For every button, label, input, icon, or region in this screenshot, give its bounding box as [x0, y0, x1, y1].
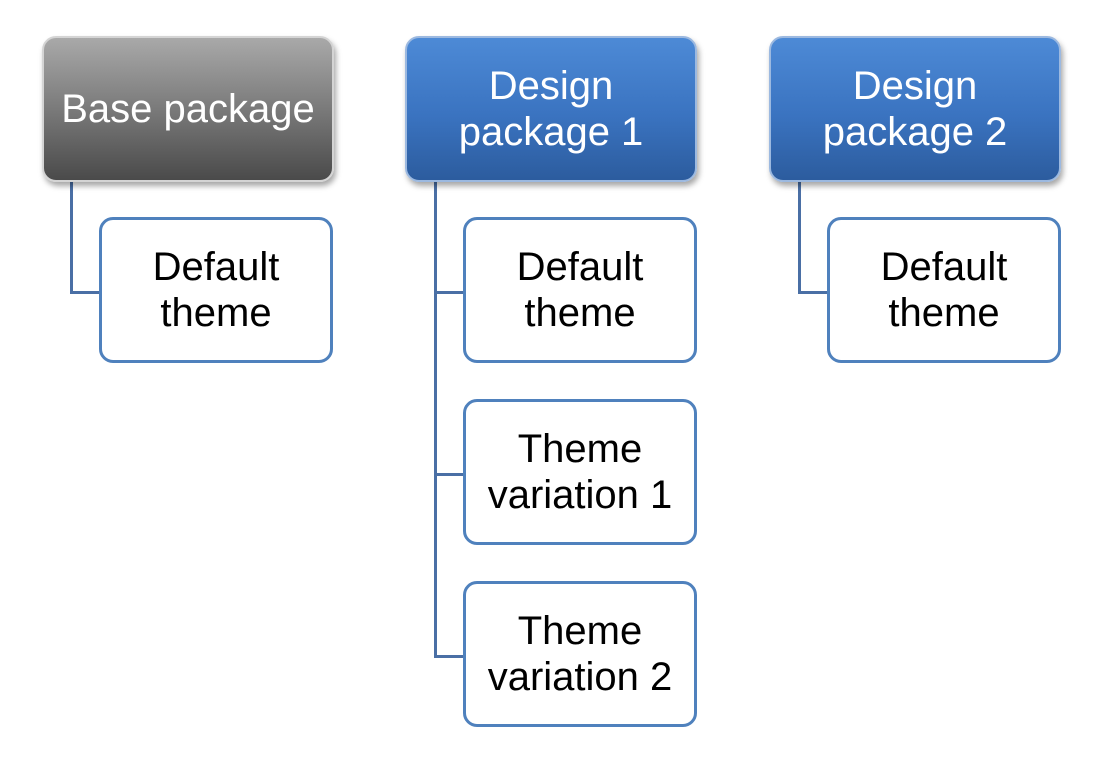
connector-d2-default	[798, 180, 830, 294]
design-package-2-node: Design package 2	[769, 36, 1061, 182]
connector-d1-variation2	[434, 180, 466, 658]
base-package-node: Base package	[42, 36, 334, 182]
base-package-label: Base package	[61, 87, 315, 131]
design-package-1-label: Design package 1	[458, 64, 644, 154]
connector-base-default	[70, 180, 102, 294]
connector-d1-variation1	[434, 180, 466, 476]
d1-theme-variation-1-node: Theme variation 1	[463, 399, 697, 545]
d1-theme-variation-2-node: Theme variation 2	[463, 581, 697, 727]
d1-theme-variation-2-label: Theme variation 2	[487, 609, 673, 699]
base-default-theme-node: Default theme	[99, 217, 333, 363]
design-package-1-node: Design package 1	[405, 36, 697, 182]
d1-default-theme-label: Default theme	[516, 245, 644, 335]
design-package-2-label: Design package 2	[822, 64, 1008, 154]
d1-theme-variation-1-label: Theme variation 1	[487, 427, 673, 517]
d2-default-theme-label: Default theme	[880, 245, 1008, 335]
d2-default-theme-node: Default theme	[827, 217, 1061, 363]
d1-default-theme-node: Default theme	[463, 217, 697, 363]
base-default-theme-label: Default theme	[152, 245, 280, 335]
